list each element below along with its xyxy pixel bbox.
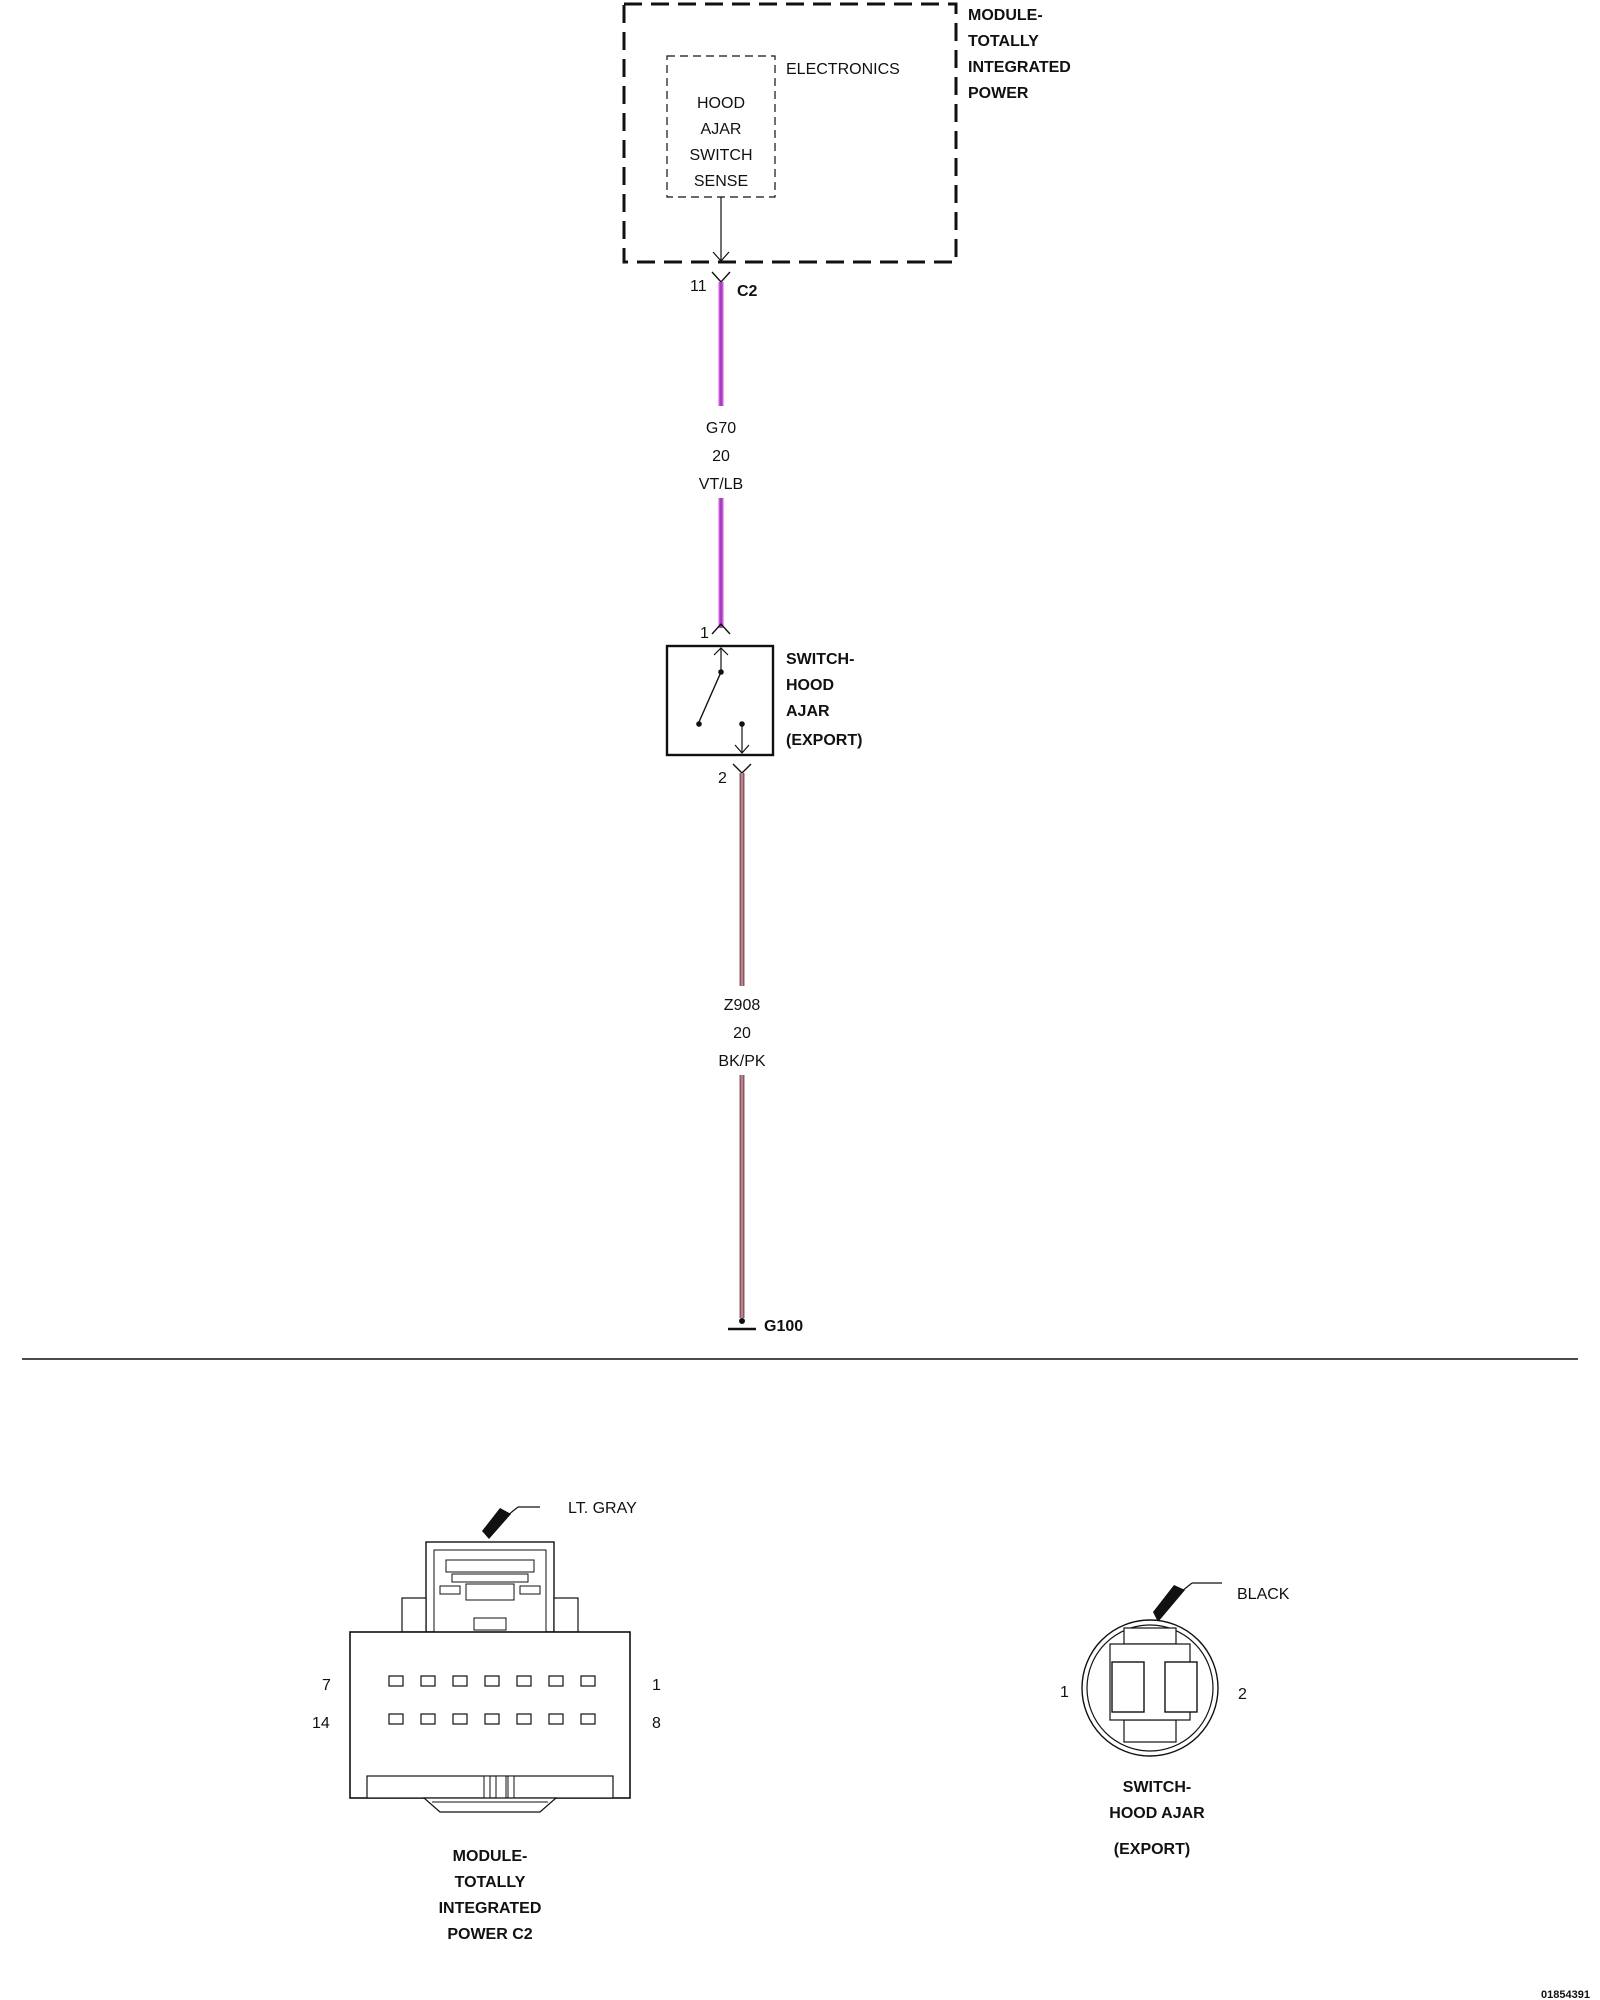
pin-11-c2: 11 C2	[690, 271, 758, 300]
pin-1-label: 1	[700, 625, 709, 642]
pin-11-label: 11	[690, 278, 707, 295]
module-c2-cavity	[548, 1675, 564, 1687]
module-c2-cavity	[452, 1713, 468, 1725]
module-c2-title-line-4: POWER C2	[447, 1926, 532, 1943]
switch-conn-title-line-2: HOOD AJAR	[1109, 1805, 1205, 1822]
sense-line-1: HOOD	[697, 95, 745, 112]
module-title-line-2: TOTALLY	[968, 33, 1039, 50]
module-c2-bottom-tab	[422, 1797, 558, 1813]
module-c2-callout-arrow	[482, 1508, 511, 1539]
module-c2-latch-bar-4	[439, 1585, 461, 1595]
switch-conn-cavity-2	[1164, 1661, 1198, 1713]
wire-z908: Z908 20 BK/PK	[718, 773, 766, 1318]
wire-g70-circuit: G70	[706, 420, 736, 437]
module-c2-title-line-2: TOTALLY	[455, 1874, 526, 1891]
module-c2-key-2	[495, 1775, 507, 1799]
module-c2-pin-8: 8	[652, 1715, 661, 1732]
switch-hood-ajar: 1 SWITCH- HOOD AJAR (EXPORT) 2	[665, 622, 862, 787]
ground-g100: G100	[728, 1318, 803, 1335]
module-c2-title-line-3: INTEGRATED	[439, 1900, 542, 1917]
switch-title-line-3: AJAR	[786, 703, 830, 720]
switch-conn-pin-1: 1	[1060, 1684, 1069, 1701]
pin-2-label: 2	[718, 770, 727, 787]
module-c2-latch-bar-6	[473, 1617, 507, 1631]
wire-g70-color: VT/LB	[699, 476, 743, 493]
sense-line-2: AJAR	[701, 121, 742, 138]
module-c2-key-1	[483, 1775, 491, 1799]
connector-view-switch: BLACK 1 2 SWITCH- HOOD AJAR (EXPORT)	[1060, 1582, 1290, 1858]
pin-2-terminal	[732, 763, 752, 774]
module-c2-ear-left	[401, 1597, 427, 1633]
module-c2-ear-right	[553, 1597, 579, 1633]
switch-title-line-1: SWITCH-	[786, 651, 854, 668]
switch-conn-title-line-1: SWITCH-	[1123, 1779, 1191, 1796]
switch-conn-title-line-3: (EXPORT)	[1114, 1841, 1190, 1858]
module-c2-latch-bar-1	[445, 1559, 535, 1573]
module-c2-cavity-row-2	[388, 1713, 596, 1725]
wire-g70-gauge: 20	[712, 448, 730, 465]
pin-11-terminal	[711, 271, 731, 284]
module-c2-cavity	[484, 1675, 500, 1687]
module-c2-cavity	[420, 1675, 436, 1687]
module-c2-cavity	[580, 1713, 596, 1725]
module-c2-pin-14: 14	[312, 1715, 330, 1732]
wire-z908-gauge: 20	[733, 1025, 751, 1042]
switch-lead-bottom-arrow	[734, 744, 750, 754]
wire-z908-color: BK/PK	[718, 1053, 765, 1070]
module-title-line-4: POWER	[968, 85, 1029, 102]
module-c2-cavity	[452, 1675, 468, 1687]
module-tipm: MODULE- TOTALLY INTEGRATED POWER ELECTRO…	[622, 2, 1071, 264]
ground-splice-dot	[739, 1318, 745, 1324]
figure-id: 01854391	[1541, 1989, 1590, 2000]
switch-conn-key-top	[1123, 1627, 1177, 1645]
module-c2-cavity	[548, 1713, 564, 1725]
module-c2-cavity	[516, 1713, 532, 1725]
module-c2-key-3	[507, 1775, 515, 1799]
switch-lead-top-arrow	[713, 647, 729, 656]
switch-conn-callout-arrow	[1153, 1585, 1185, 1622]
switch-conn-key-bottom	[1123, 1719, 1177, 1743]
module-dashed-outline	[622, 2, 958, 264]
electronics-label: ELECTRONICS	[786, 61, 900, 78]
module-c2-pin-1: 1	[652, 1677, 661, 1694]
module-c2-pin-7: 7	[322, 1677, 331, 1694]
switch-box	[665, 644, 775, 757]
module-c2-cavity	[580, 1675, 596, 1687]
c2-label: C2	[737, 283, 758, 300]
module-c2-cavity	[516, 1675, 532, 1687]
sense-arrow-head	[712, 251, 730, 262]
module-c2-cavity-row-1	[388, 1675, 596, 1687]
switch-title-line-4: (EXPORT)	[786, 732, 862, 749]
switch-conn-pin-2: 2	[1238, 1686, 1247, 1703]
switch-conn-housing-color: BLACK	[1237, 1586, 1290, 1603]
module-c2-latch-bar-5	[519, 1585, 541, 1595]
switch-blade	[698, 671, 722, 723]
module-c2-housing-color: LT. GRAY	[568, 1500, 637, 1517]
switch-title-line-2: HOOD	[786, 677, 834, 694]
module-c2-cavity	[484, 1713, 500, 1725]
module-title-line-3: INTEGRATED	[968, 59, 1071, 76]
module-c2-cavity	[388, 1675, 404, 1687]
wire-z908-circuit: Z908	[724, 997, 761, 1014]
ground-label: G100	[764, 1318, 803, 1335]
module-c2-title-line-1: MODULE-	[453, 1848, 528, 1865]
switch-contact-open	[696, 721, 702, 727]
module-c2-latch-bar-2	[451, 1573, 529, 1583]
module-title-line-1: MODULE-	[968, 7, 1043, 24]
connector-view-module-c2: LT. GRAY	[312, 1500, 661, 1943]
module-c2-latch-bar-3	[465, 1583, 515, 1601]
module-c2-cavity	[420, 1713, 436, 1725]
module-c2-cavity	[388, 1713, 404, 1725]
sense-line-3: SWITCH	[689, 147, 752, 164]
switch-conn-cavity-1	[1111, 1661, 1145, 1713]
wire-g70: G70 20 VT/LB	[699, 282, 743, 628]
pin-1-terminal	[711, 622, 731, 635]
sense-line-4: SENSE	[694, 173, 748, 190]
